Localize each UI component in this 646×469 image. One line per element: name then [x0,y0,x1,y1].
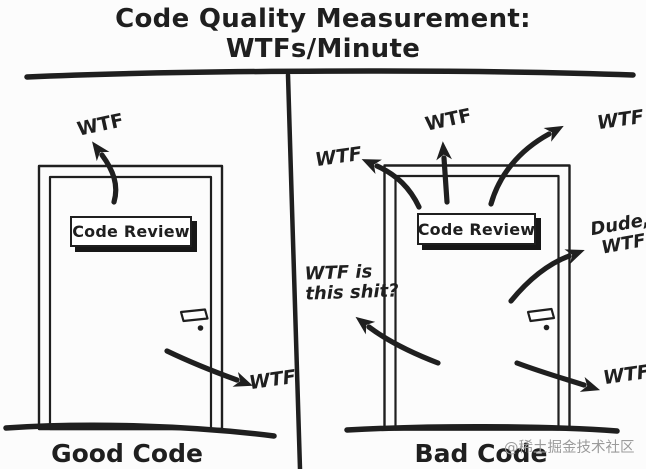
community-watermark: @稀土掘金技术社区 [504,440,635,456]
good-door-peephole-icon [197,325,204,331]
wtf-arrow-good-bottom-icon [164,348,253,387]
code-review-sign-good: Code Review [70,216,192,247]
wtf-is-this-shit-label: WTF is this shit? [304,261,399,305]
wtf-arrow-bad-left-icon [361,159,422,210]
title-line-1: Code Quality Measurement: [115,4,531,34]
wtf-arrow-bad-up-icon [436,141,452,205]
panel-divider-line [285,72,303,469]
question-line-2: this shit? [304,279,399,305]
bad-code-door [344,164,620,434]
good-door-handle-icon [179,308,209,323]
wtf-arrow-bad-upright-icon [488,125,564,207]
caption-good-code: Good Code [51,439,203,468]
dude-wtf-label: Dude, WTF [589,209,646,260]
code-review-sign-bad: Code Review [417,213,536,245]
wtf-arrow-bad-question-icon [355,316,441,366]
wtf-arrow-bad-dude-icon [508,249,585,304]
bad-door-peephole-icon [543,324,550,331]
bad-door-handle-icon [526,307,556,323]
wtf-arrow-good-top-icon [92,141,119,205]
good-code-door [3,164,277,439]
title-line-2: WTFs/Minute [225,34,421,64]
caption-bad-code: Bad Code [414,439,548,468]
bad-floor-line [344,423,620,434]
good-floor-line [3,422,277,439]
wtf-arrow-bad-downright-icon [514,360,601,392]
top-rule-line [24,68,636,80]
comic-title: Code Quality Measurement: WTFs/Minute [0,4,646,64]
